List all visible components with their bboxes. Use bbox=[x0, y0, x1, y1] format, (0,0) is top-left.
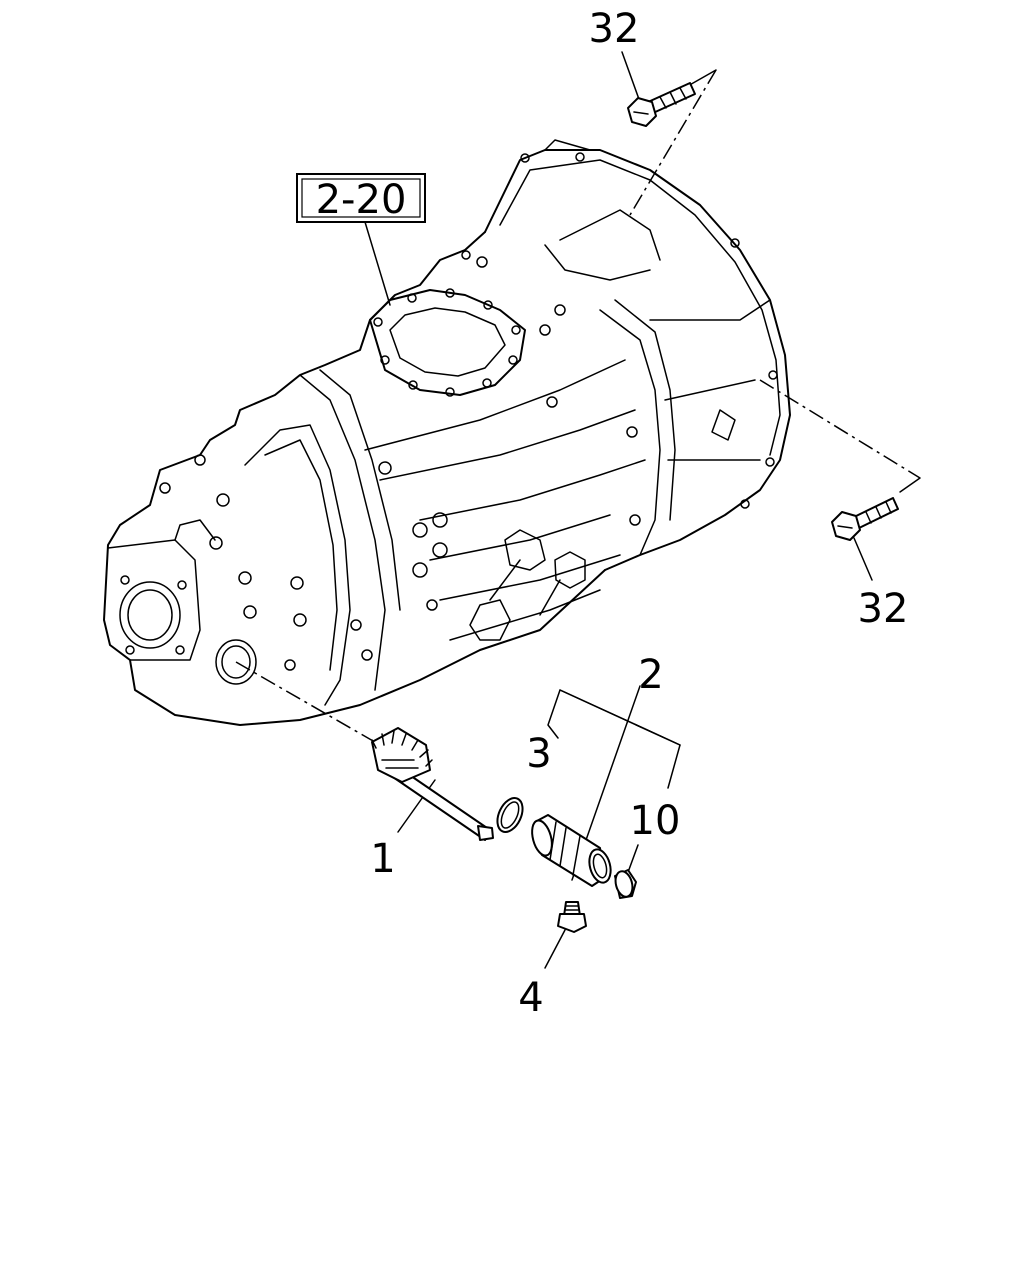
bolt-right-part bbox=[831, 497, 899, 541]
driven-gear-shaft-part bbox=[371, 727, 494, 841]
callout-bolt-top: 32 bbox=[589, 6, 640, 52]
reference-box: 2-20 bbox=[296, 173, 426, 223]
callout-sensor-assy: 2 bbox=[638, 652, 663, 698]
speed-sensor-part bbox=[531, 814, 612, 887]
callout-o-ring: 3 bbox=[526, 731, 551, 777]
screw-part bbox=[557, 901, 587, 933]
callout-bolt-right: 32 bbox=[858, 586, 909, 632]
callout-gear-shaft: 1 bbox=[370, 836, 395, 882]
callout-plug: 10 bbox=[630, 798, 681, 844]
transmission-housing bbox=[103, 139, 791, 726]
callout-labels: 32 32 2 3 10 1 4 bbox=[370, 6, 908, 1021]
plug-part bbox=[614, 869, 637, 899]
bolt-top-part bbox=[627, 82, 696, 127]
callout-screw: 4 bbox=[518, 975, 543, 1021]
ref-box-label: 2-20 bbox=[316, 177, 407, 223]
o-ring-part bbox=[496, 797, 524, 833]
